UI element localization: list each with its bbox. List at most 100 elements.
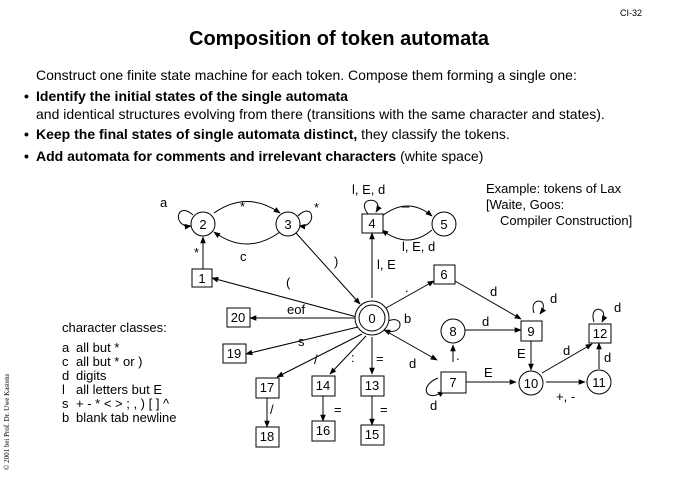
edge-label-d-12: d — [614, 300, 621, 315]
edge-label-paren-open: ( — [286, 275, 291, 290]
state-label-7: 7 — [449, 375, 456, 390]
edge-labels: a * * c * l, E, d _ l, E, d ( ) l, E . e… — [160, 182, 621, 417]
edge-3-self — [297, 210, 313, 230]
state-label-19: 19 — [227, 346, 241, 361]
bullet-3-rest: (white space) — [396, 148, 484, 164]
class-key: l — [62, 382, 65, 397]
class-desc: all but * or ) — [76, 354, 143, 369]
state-10 — [518, 370, 544, 396]
class-key: s — [62, 396, 69, 411]
edge-label-star-2-3: * — [240, 199, 245, 214]
edge-label-b: b — [404, 311, 411, 326]
state-6 — [433, 264, 456, 285]
edge-label-s: s — [298, 334, 305, 349]
state-label-16: 16 — [316, 423, 330, 438]
edge-label-led-5: l, E, d — [402, 239, 435, 254]
class-desc: all but * — [76, 340, 120, 355]
state-1 — [191, 268, 213, 288]
class-desc: + - * < > ; , ) [ ] ^ — [76, 396, 170, 411]
edge-label-d-7: d — [430, 398, 437, 413]
edge-label-underscore: _ — [401, 193, 410, 208]
class-desc: digits — [76, 368, 107, 383]
state-20 — [226, 307, 251, 328]
edge-0-14 — [329, 335, 367, 375]
edge-label-eof: eof — [287, 302, 305, 317]
example-note: Example: tokens of Lax [Waite, Goos: Com… — [486, 181, 632, 229]
class-key: d — [62, 368, 70, 383]
edge-label-d-8-9: d — [482, 314, 489, 329]
state-label-5: 5 — [440, 217, 447, 232]
edge-label-d-6-9: d — [490, 284, 497, 299]
class-row: a all but * — [62, 341, 176, 355]
bullet-2: •Keep the final states of single automat… — [24, 126, 510, 142]
class-key: b — [62, 410, 70, 425]
edge-label-d-0-7: d — [409, 356, 416, 371]
state-8 — [440, 318, 466, 344]
state-14 — [311, 375, 336, 397]
state-19 — [222, 343, 247, 364]
state-label-15: 15 — [365, 427, 379, 442]
edge-12-self — [592, 308, 608, 323]
edge-label-e-9: E — [517, 346, 526, 361]
edge-label-eq-13-15: = — [380, 402, 388, 417]
bullet-2-bold: Keep the final states of single automata… — [36, 126, 358, 142]
example-line-2: [Waite, Goos: — [486, 197, 565, 212]
edge-3-0 — [295, 232, 361, 305]
edge-label-plus-minus: +, - — [556, 389, 575, 404]
edge-4-5 — [381, 205, 433, 217]
state-label-2: 2 — [199, 217, 206, 232]
example-line-3: Compiler Construction] — [500, 213, 633, 228]
edge-label-paren-close: ) — [334, 254, 338, 269]
edge-label-dot-7-8: . — [456, 348, 460, 363]
edge-2-self — [177, 210, 194, 230]
state-16 — [311, 420, 336, 442]
edge-label-d-10-12: d — [563, 343, 570, 358]
edge-label-star-3: * — [314, 200, 319, 215]
edge-label-le: l, E — [377, 257, 396, 272]
bullet-3-bold: Add automata for comments and irrelevant… — [36, 148, 397, 164]
state-12 — [588, 323, 612, 344]
state-0-inner — [358, 304, 386, 332]
state-label-11: 11 — [592, 375, 606, 390]
state-15 — [360, 424, 385, 446]
state-label-17: 17 — [260, 380, 274, 395]
edge-label-e-7-10: E — [484, 365, 493, 380]
example-line-1: Example: tokens of Lax — [486, 181, 622, 196]
edge-label-dot-6: . — [405, 280, 409, 295]
state-5 — [431, 211, 457, 237]
edges — [177, 199, 608, 428]
state-label-1: 1 — [198, 271, 205, 286]
state-9 — [520, 320, 543, 342]
class-row: b blank tab newline — [62, 411, 176, 425]
bullet-1-bold: Identify the initial states of the singl… — [36, 88, 348, 104]
state-11 — [586, 369, 612, 395]
bullet-3: •Add automata for comments and irrelevan… — [24, 148, 483, 164]
class-row: s + - * < > ; , ) [ ] ^ — [62, 397, 176, 411]
edge-label-d-9: d — [550, 291, 557, 306]
state-2 — [190, 211, 216, 237]
state-label-10: 10 — [524, 376, 538, 391]
class-key: a — [62, 340, 70, 355]
edge-label-star-1-2: * — [194, 245, 199, 260]
edge-0-1 — [211, 276, 358, 318]
slide-title: Composition of token automata — [189, 28, 489, 50]
state-17 — [255, 377, 280, 399]
class-desc: all letters but E — [76, 382, 162, 397]
edge-label-a: a — [160, 195, 168, 210]
edge-label-d-11-12: d — [604, 350, 611, 365]
edge-3-2 — [213, 231, 281, 245]
edge-5-4 — [381, 229, 433, 241]
state-label-6: 6 — [440, 267, 447, 282]
state-label-20: 20 — [231, 310, 245, 325]
edge-0-17 — [276, 333, 363, 378]
class-desc: blank tab newline — [76, 410, 177, 425]
class-row: l all letters but E — [62, 383, 176, 397]
state-label-9: 9 — [527, 324, 534, 339]
state-label-18: 18 — [260, 429, 274, 444]
state-labels: 2 3 5 0 8 10 11 4 1 6 9 12 7 20 19 17 18… — [198, 216, 607, 444]
edge-7-self — [425, 377, 445, 397]
